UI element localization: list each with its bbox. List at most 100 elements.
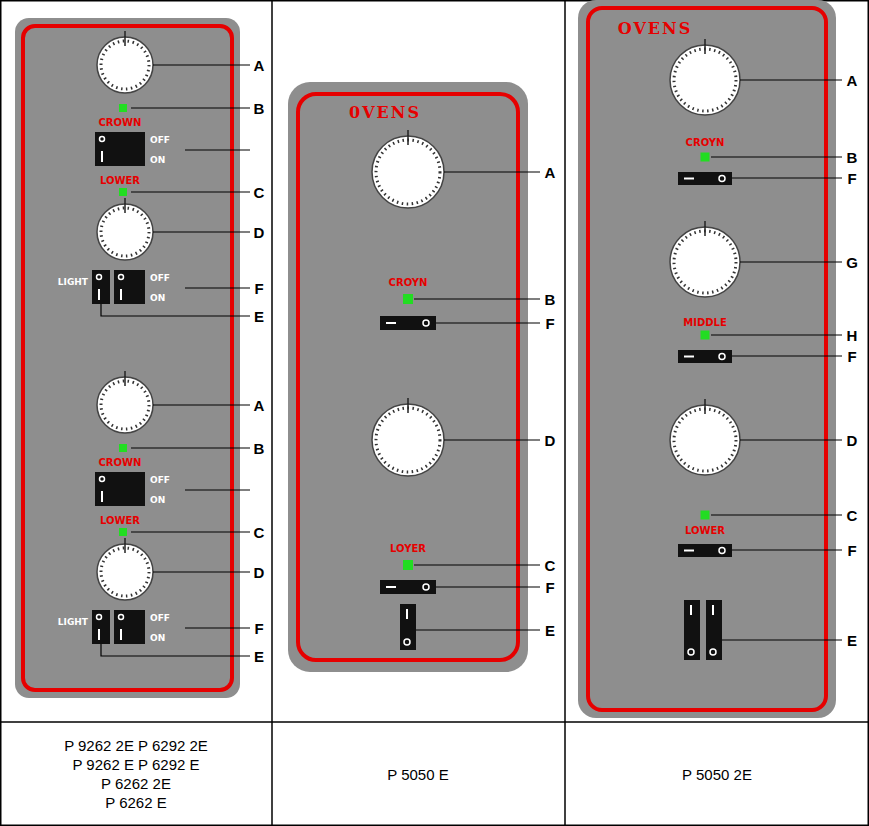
switch-symbol xyxy=(688,649,694,655)
model-name: P 9262 2E P 6292 2E xyxy=(64,737,208,754)
leader-line xyxy=(131,107,250,108)
switch-symbol xyxy=(386,322,396,324)
leader-line xyxy=(185,149,250,150)
callout-letter: B xyxy=(254,440,265,457)
callout-letter: F xyxy=(254,280,263,297)
callout-letter: C xyxy=(254,524,265,541)
leader-line xyxy=(740,439,842,440)
indicator-lamp xyxy=(403,294,413,304)
switch-symbol xyxy=(719,176,725,182)
switch-symbol xyxy=(120,629,122,640)
indicator-lamp xyxy=(701,511,710,520)
leader-line xyxy=(436,586,540,587)
knob-pointer xyxy=(124,31,126,46)
control-panel: 0VENSCROYNLOYER xyxy=(288,82,528,672)
leader-line xyxy=(732,177,842,178)
callout-letter: D xyxy=(545,432,556,449)
callout-letter: D xyxy=(847,432,858,449)
knob-scale xyxy=(674,231,736,293)
callout-letter: D xyxy=(254,224,265,241)
switch-symbol xyxy=(100,477,105,482)
callout-letter: F xyxy=(254,620,263,637)
switch-symbol xyxy=(719,354,725,360)
callout-letter: A xyxy=(847,72,858,89)
knob-face xyxy=(678,53,732,107)
switch-symbol xyxy=(119,615,124,620)
model-name: P 6262 2E xyxy=(101,775,171,792)
switch-label: LIGHT xyxy=(58,277,88,287)
panel-label: OVENS xyxy=(618,19,692,38)
switch-symbol xyxy=(406,609,408,619)
knob-scale xyxy=(101,208,149,256)
rocker-switch xyxy=(114,270,145,304)
control-panel: OVENSCROYNMIDDLELOWER xyxy=(578,0,836,718)
knob-pointer xyxy=(124,198,126,213)
knob-pointer xyxy=(124,371,126,386)
leader-line xyxy=(153,404,250,405)
leader-line xyxy=(732,549,842,550)
callout-letter: B xyxy=(254,100,265,117)
callout-letter: E xyxy=(545,622,555,639)
indicator-lamp xyxy=(403,560,413,570)
rocker-switch xyxy=(380,316,436,330)
switch-label: OFF xyxy=(150,273,170,283)
leader-line xyxy=(444,439,540,440)
leader-line xyxy=(131,447,250,448)
control-knob xyxy=(372,404,444,476)
switch-symbol xyxy=(98,289,100,300)
leader-line xyxy=(444,171,540,172)
switch-symbol xyxy=(684,550,694,552)
leader-line xyxy=(416,629,540,630)
leader-line xyxy=(185,287,250,288)
knob-face xyxy=(105,45,145,85)
leader-line xyxy=(101,304,250,316)
model-name: P 6262 E xyxy=(105,794,166,811)
panel-label: LOYER xyxy=(390,543,426,554)
knob-pointer xyxy=(407,130,409,145)
rocker-switch xyxy=(95,132,145,166)
rocker-switch xyxy=(92,610,110,644)
switch-symbol xyxy=(684,356,694,358)
callout-letter: E xyxy=(254,648,264,665)
switch-symbol xyxy=(404,639,410,645)
switch-symbol xyxy=(719,548,725,554)
switch-symbol xyxy=(423,584,429,590)
panel-label: MIDDLE xyxy=(683,317,726,328)
knob-pointer xyxy=(704,399,706,414)
knob-scale xyxy=(674,49,736,111)
rocker-switch xyxy=(400,604,416,650)
knob-pointer xyxy=(124,538,126,553)
switch-symbol xyxy=(98,629,100,640)
knob-scale xyxy=(101,41,149,89)
control-knob xyxy=(670,405,740,475)
model-name: P 5050 2E xyxy=(682,766,752,783)
callout-letter: D xyxy=(254,564,265,581)
leader-line xyxy=(711,334,842,335)
leader-line xyxy=(722,639,842,640)
control-knob xyxy=(670,227,740,297)
rocker-switch xyxy=(380,580,436,594)
panel-label: LOWER xyxy=(685,525,725,536)
panel-label: LOWER xyxy=(100,515,140,526)
knob-scale xyxy=(674,409,736,471)
indicator-lamp xyxy=(701,153,710,162)
model-name: P 5050 E xyxy=(387,766,448,783)
switch-label: ON xyxy=(150,495,165,505)
callout-letter: F xyxy=(847,348,856,365)
leader-line xyxy=(185,627,250,628)
knob-face xyxy=(105,385,145,425)
leader-line xyxy=(740,79,842,80)
switch-label: ON xyxy=(150,293,165,303)
callout-letter: F xyxy=(847,542,856,559)
knob-scale xyxy=(101,548,149,596)
panel-label: LOWER xyxy=(100,175,140,186)
callout-letter: B xyxy=(545,291,556,308)
callout-letter: G xyxy=(846,254,858,271)
switch-symbol xyxy=(710,649,716,655)
control-knob xyxy=(670,45,740,115)
leader-line xyxy=(131,191,250,192)
rocker-switch xyxy=(678,172,732,185)
callout-letter: A xyxy=(254,57,265,74)
callout-letter: F xyxy=(545,579,554,596)
callout-letter: F xyxy=(847,170,856,187)
